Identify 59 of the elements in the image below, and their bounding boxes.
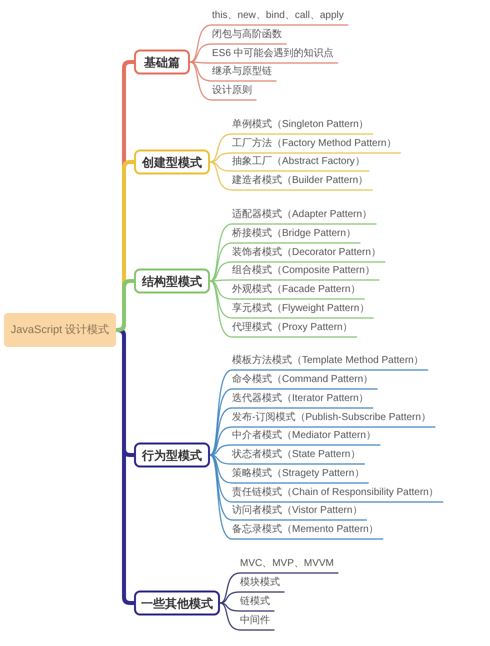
subtopic-label: 享元模式（Flyweight Pattern） xyxy=(232,302,374,318)
subtopic-label: 继承与原型链 xyxy=(212,65,276,81)
connector-line xyxy=(209,161,370,172)
subtopic-label: ES6 中可能会遇到的知识点 xyxy=(212,47,338,63)
subtopic-label: 策略模式（Stragety Pattern） xyxy=(232,467,368,483)
subtopic-label: 桥接模式（Bridge Pattern） xyxy=(232,227,360,243)
topic-box: 结构型模式 xyxy=(134,268,210,294)
connector-line xyxy=(219,572,338,604)
subtopic-label: 单例模式（Singleton Pattern） xyxy=(232,118,373,134)
connector-line xyxy=(209,133,374,163)
subtopic-label: 闭包与高阶函数 xyxy=(212,28,286,44)
connector-line xyxy=(209,280,374,319)
connector-line xyxy=(209,454,384,540)
connector-line xyxy=(209,369,428,456)
topic-box: 一些其他模式 xyxy=(134,590,220,616)
connector-line xyxy=(209,223,377,282)
subtopic-label: 访问者模式（Vistor Pattern） xyxy=(232,504,366,520)
subtopic-label: 工厂方法（Factory Method Pattern） xyxy=(232,137,400,153)
subtopic-label: 外观模式（Facade Pattern） xyxy=(232,283,364,299)
subtopic-label: 装饰者模式（Decorator Pattern） xyxy=(232,246,385,262)
subtopic-label: 设计原则 xyxy=(212,84,256,100)
subtopic-label: 中间件 xyxy=(240,614,274,630)
connector-line xyxy=(209,242,361,282)
subtopic-label: MVC、MVP、MVVM xyxy=(240,557,338,573)
connector-line xyxy=(209,280,358,338)
connector-line xyxy=(189,61,277,82)
subtopic-label: 建造者模式（Builder Pattern） xyxy=(232,174,372,190)
connector-line xyxy=(209,161,373,191)
connector-line xyxy=(219,602,275,631)
subtopic-label: 链模式 xyxy=(240,595,274,611)
subtopic-label: 模板方法模式（Template Method Pattern） xyxy=(232,354,428,370)
connector-line xyxy=(209,388,378,456)
root-topic: JavaScript 设计模式 xyxy=(4,313,116,347)
connector-line xyxy=(209,454,367,521)
connector-line xyxy=(209,454,444,503)
branch-line xyxy=(114,279,136,332)
subtopic-label: 命令模式（Command Pattern） xyxy=(232,373,378,389)
subtopic-label: 发布-订阅模式（Publish-Subscribe Pattern） xyxy=(232,411,435,427)
subtopic-label: 模块模式 xyxy=(240,576,284,592)
connector-line xyxy=(219,602,275,612)
connector-line xyxy=(219,591,285,604)
subtopic-label: 备忘录模式（Memento Pattern） xyxy=(232,523,383,539)
subtopic-label: 适配器模式（Adapter Pattern） xyxy=(232,208,376,224)
subtopic-label: 状态者模式（State Pattern） xyxy=(232,448,364,464)
subtopic-label: this、new、bind、call、apply xyxy=(212,9,348,25)
subtopic-label: 责任链模式（Chain of Responsibility Pattern） xyxy=(232,486,443,502)
connector-line xyxy=(209,261,386,282)
topic-box: 行为型模式 xyxy=(134,442,210,468)
subtopic-label: 代理模式（Proxy Pattern） xyxy=(232,321,357,337)
topic-box: 创建型模式 xyxy=(134,150,210,174)
connector-line xyxy=(209,152,402,163)
subtopic-label: 迭代器模式（Iterator Pattern） xyxy=(232,392,373,408)
subtopic-label: 组合模式（Composite Pattern） xyxy=(232,264,379,280)
connector-line xyxy=(189,24,348,63)
subtopic-label: 抽象工厂（Abstract Factory） xyxy=(232,155,369,171)
connector-line xyxy=(189,43,287,63)
topic-box: 基础篇 xyxy=(134,50,190,74)
subtopic-label: 中介者模式（Mediator Pattern） xyxy=(232,429,380,445)
connector-line xyxy=(189,61,257,101)
